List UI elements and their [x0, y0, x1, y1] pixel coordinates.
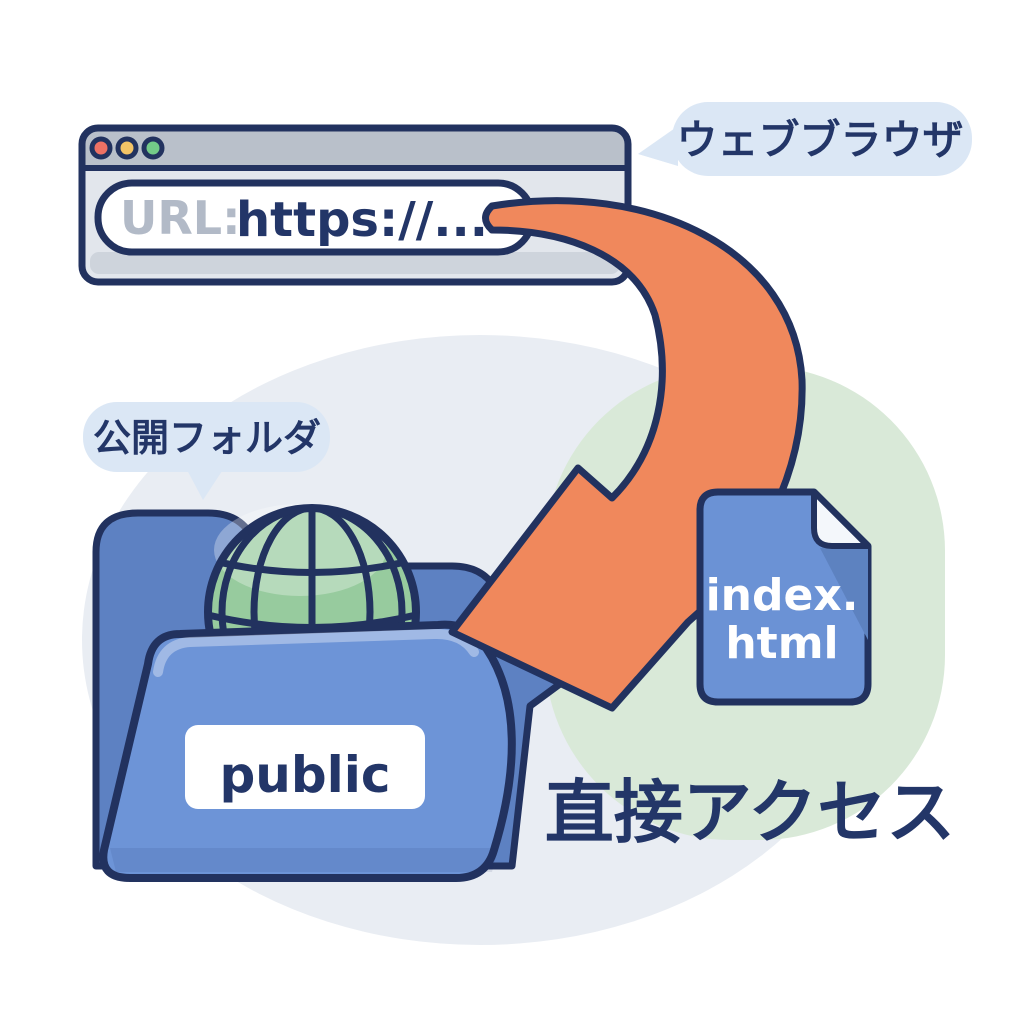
browser-window: URL: https://... [78, 124, 632, 286]
folder-name-label [185, 725, 425, 809]
folder-name-text: public [219, 746, 390, 804]
browser-bubble-body [672, 102, 972, 176]
file-name-line1: index. [706, 570, 859, 621]
file-fold [811, 489, 871, 549]
folder-icon: public [92, 504, 593, 882]
folder-front-bevel [110, 848, 498, 872]
folder-bubble-body [83, 402, 330, 472]
folder-bubble-tail [186, 468, 224, 500]
window-control-maximize-icon [141, 136, 165, 160]
browser-bubble-label: ウェブブラウザ [677, 116, 964, 164]
file-name-line2: html [725, 618, 838, 669]
caption-text: 直接アクセス [545, 773, 956, 853]
folder-front-highlight [153, 628, 479, 677]
browser-bubble-tail [638, 126, 678, 166]
url-prefix-text: URL: [120, 191, 240, 245]
browser-footer-strip [90, 252, 620, 274]
file-fold-shadow [820, 548, 868, 640]
browser-bubble: ウェブブラウザ [638, 102, 972, 176]
folder-bubble: 公開フォルダ [83, 402, 330, 500]
window-control-close-icon [89, 136, 113, 160]
file-icon: index. html [696, 488, 872, 706]
url-value-text: https://... [236, 192, 488, 248]
browser-titlebar [82, 128, 628, 168]
window-control-minimize-icon [115, 136, 139, 160]
folder-bubble-label: 公開フォルダ [93, 416, 321, 460]
